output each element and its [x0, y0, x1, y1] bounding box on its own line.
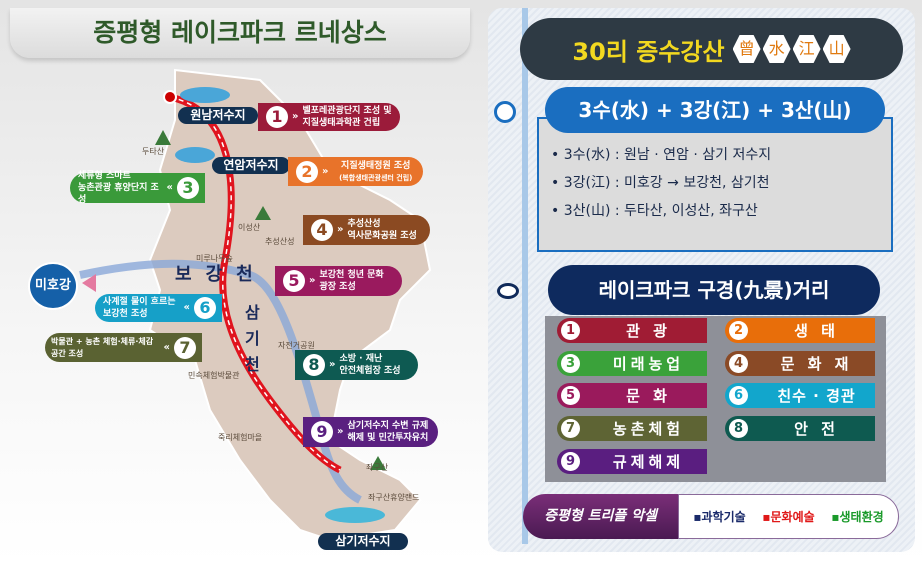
bullet: • 3산(山) : 두타산, 이성산, 좌구산: [551, 203, 758, 219]
place-jwagusan-resort: 좌구산휴양랜드: [368, 493, 420, 502]
map-illustration: [79, 68, 432, 542]
hex-badge: 江: [792, 35, 821, 63]
place-folk-museum: 민속체험박물관: [188, 371, 240, 380]
route-line: [169, 93, 342, 474]
triple-item: ▪과학기술: [693, 510, 746, 524]
place-dutasan: 두타산: [142, 147, 165, 156]
three-box: • 3수(水) : 원남 · 연암 · 삼기 저수지 • 3강(江) : 미호강…: [537, 117, 893, 252]
place-bike-park: 자전거공원: [278, 341, 315, 350]
stream-label-bogang: 보강천: [175, 264, 267, 285]
triple-item: ▪생태환경: [831, 510, 884, 524]
lake-label-samgi: 삼기저수지: [318, 533, 408, 550]
region-shape: [148, 68, 432, 542]
callout-2: 2»지질생태정원 조성(복합생태관광센터 건립): [288, 157, 423, 186]
bullet: • 3수(水) : 원남 · 연암 · 삼기 저수지: [551, 147, 772, 163]
triple-axel-label: 증평형 트리플 악셀: [523, 494, 678, 539]
arrow-icon: [82, 274, 96, 292]
hex-badge: 山: [822, 35, 851, 63]
place-mirunamu: 미루나무숲: [196, 254, 233, 263]
route-start-dot: [163, 90, 177, 104]
place-chuseong: 추성산성: [265, 237, 295, 246]
headline-bar: 30리 증수강산 曾水江山: [520, 18, 903, 80]
triple-item: ▪문화예술: [762, 510, 815, 524]
river-label-mihogang: 미호강: [28, 262, 78, 310]
headline: 30리 증수강산: [572, 37, 725, 66]
timeline-node: [494, 101, 516, 123]
hex-badge: 水: [762, 35, 791, 63]
lake-label-wonnam: 원남저수지: [178, 107, 258, 124]
place-iseongsan: 이성산: [238, 223, 261, 232]
lake-label-yeonam: 연암저수지: [212, 157, 290, 174]
page-title: 증평형 레이크파크 르네상스: [10, 8, 470, 58]
hex-badge: 曾: [732, 35, 761, 63]
place-jwagusan: 좌구산: [366, 463, 389, 472]
timeline-node: [497, 283, 519, 299]
bullet: • 3강(江) : 미호강 → 보강천, 삼기천: [551, 175, 770, 191]
timeline-bar: [522, 8, 528, 544]
place-jukri: 죽리체험마을: [218, 433, 263, 442]
subheader-three: 3수(水) + 3강(江) + 3산(山): [545, 87, 885, 133]
triple-axel: 증평형 트리플 악셀 ▪과학기술 ▪문화예술 ▪생태환경: [523, 494, 899, 539]
subheader-nine: 레이크파크 구경(九景)거리: [548, 265, 880, 315]
